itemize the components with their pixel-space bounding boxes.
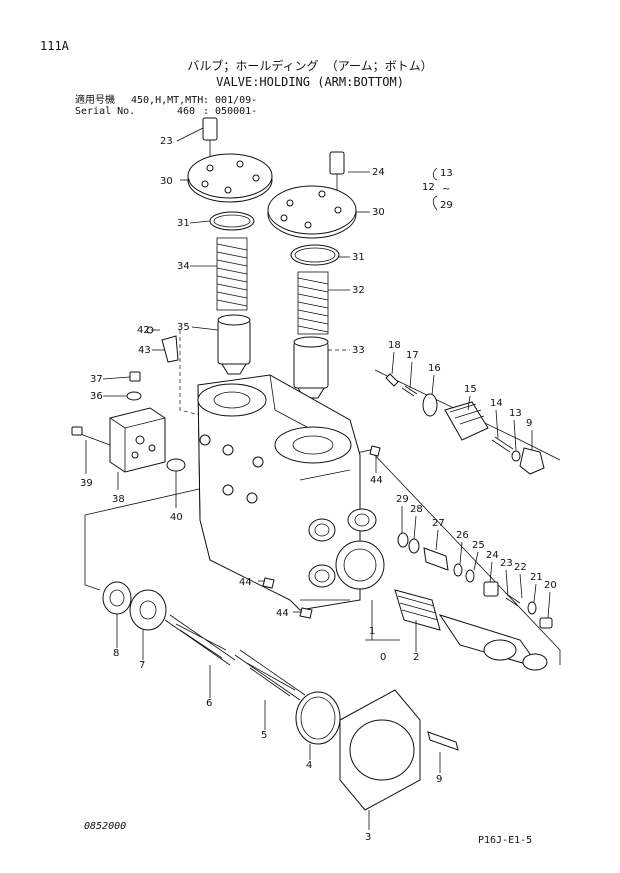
callout-37: 37 (90, 374, 103, 385)
callout-25: 25 (472, 540, 485, 551)
plugs (262, 445, 381, 619)
callout-26: 26 (456, 530, 469, 541)
callout-34: 34 (177, 261, 190, 272)
group-tilde: ~ (442, 184, 450, 195)
footer-right-code: P16J-E1-5 (478, 835, 533, 846)
callout-1: 1 (369, 626, 375, 637)
callout-43: 43 (138, 345, 151, 356)
title-english: VALVE:HOLDING (ARM:BOTTOM) (216, 75, 404, 89)
callout-8: 8 (113, 648, 119, 659)
callout-18: 17 (406, 350, 419, 361)
poppet-right (293, 336, 329, 399)
group-bracket: 12 13 ~ 29 (422, 168, 453, 211)
callout-36: 36 (90, 391, 103, 402)
group-number: 12 (422, 182, 435, 193)
applicable-models: 450,H,MT,MTH (131, 95, 204, 106)
cover-plate-left (187, 117, 273, 231)
callout-23: 23 (500, 558, 513, 569)
serial-label: Serial No. (75, 106, 136, 117)
applicable-label: 適用号機 (75, 95, 115, 106)
lower-parts (102, 581, 341, 745)
callout-29: 29 (396, 494, 409, 505)
callout-9: 9 (436, 774, 442, 785)
callout-24: 24 (486, 550, 499, 561)
spring-left (216, 237, 248, 311)
callout-31-right: 31 (352, 252, 365, 263)
callout-14: 13 (509, 408, 522, 419)
group-from: 13 (440, 168, 453, 179)
spring-right (297, 271, 329, 335)
callout-0: 0 (380, 652, 386, 663)
title-japanese: バルブ；ホールディング （アーム；ボトム） (187, 59, 433, 73)
callout-21: 21 (530, 572, 543, 583)
serial-model: 460 (177, 106, 196, 117)
callout-20: 20 (544, 580, 557, 591)
callout-6: 6 (206, 698, 212, 709)
bottom-cover (339, 689, 459, 811)
check-valve-parts (385, 373, 545, 475)
callout-44-b: 44 (239, 577, 252, 588)
callout-3: 3 (365, 832, 371, 843)
callout-16: 15 (464, 384, 477, 395)
cover-plate-right (267, 151, 357, 266)
callout-17: 16 (428, 363, 441, 374)
callout-13: 9 (526, 418, 532, 429)
spool-parts (394, 532, 553, 671)
callout-30-right: 30 (372, 207, 385, 218)
callout-2: 2 (413, 652, 419, 663)
footer-left-code: 0852000 (84, 821, 127, 832)
callout-7: 7 (139, 660, 145, 671)
callout-15: 14 (490, 398, 503, 409)
poppet-left (217, 314, 251, 375)
callout-40: 40 (170, 512, 183, 523)
callout-27: 27 (432, 518, 445, 529)
callout-30-left: 30 (160, 176, 173, 187)
callout-32: 32 (352, 285, 365, 296)
callout-28: 28 (410, 504, 423, 515)
callout-44-c: 44 (276, 608, 289, 619)
bracket (146, 326, 179, 363)
flange-block (71, 371, 186, 473)
applicable-serial: : 001/09- (203, 95, 258, 106)
callout-39: 39 (80, 478, 93, 489)
page-code: 111A (40, 39, 69, 53)
group-to: 29 (440, 200, 453, 211)
callout-33: 33 (352, 345, 365, 356)
callout-41-right: 24 (372, 167, 385, 178)
leader-lines (85, 127, 551, 830)
callout-38: 38 (112, 494, 125, 505)
valve-body (197, 374, 385, 611)
callout-22: 22 (514, 562, 527, 573)
callout-31-left: 31 (177, 218, 190, 229)
callout-19: 18 (388, 340, 401, 351)
callout-44-a: 44 (370, 475, 383, 486)
callout-labels: 23 30 31 34 35 42 43 37 36 24 30 31 32 3… (80, 136, 557, 843)
callout-42: 42 (137, 325, 150, 336)
callout-4: 4 (306, 760, 312, 771)
callout-41-left: 23 (160, 136, 173, 147)
callout-5: 5 (261, 730, 267, 741)
serial-range: : 050001- (203, 106, 258, 117)
callout-35: 35 (177, 322, 190, 333)
